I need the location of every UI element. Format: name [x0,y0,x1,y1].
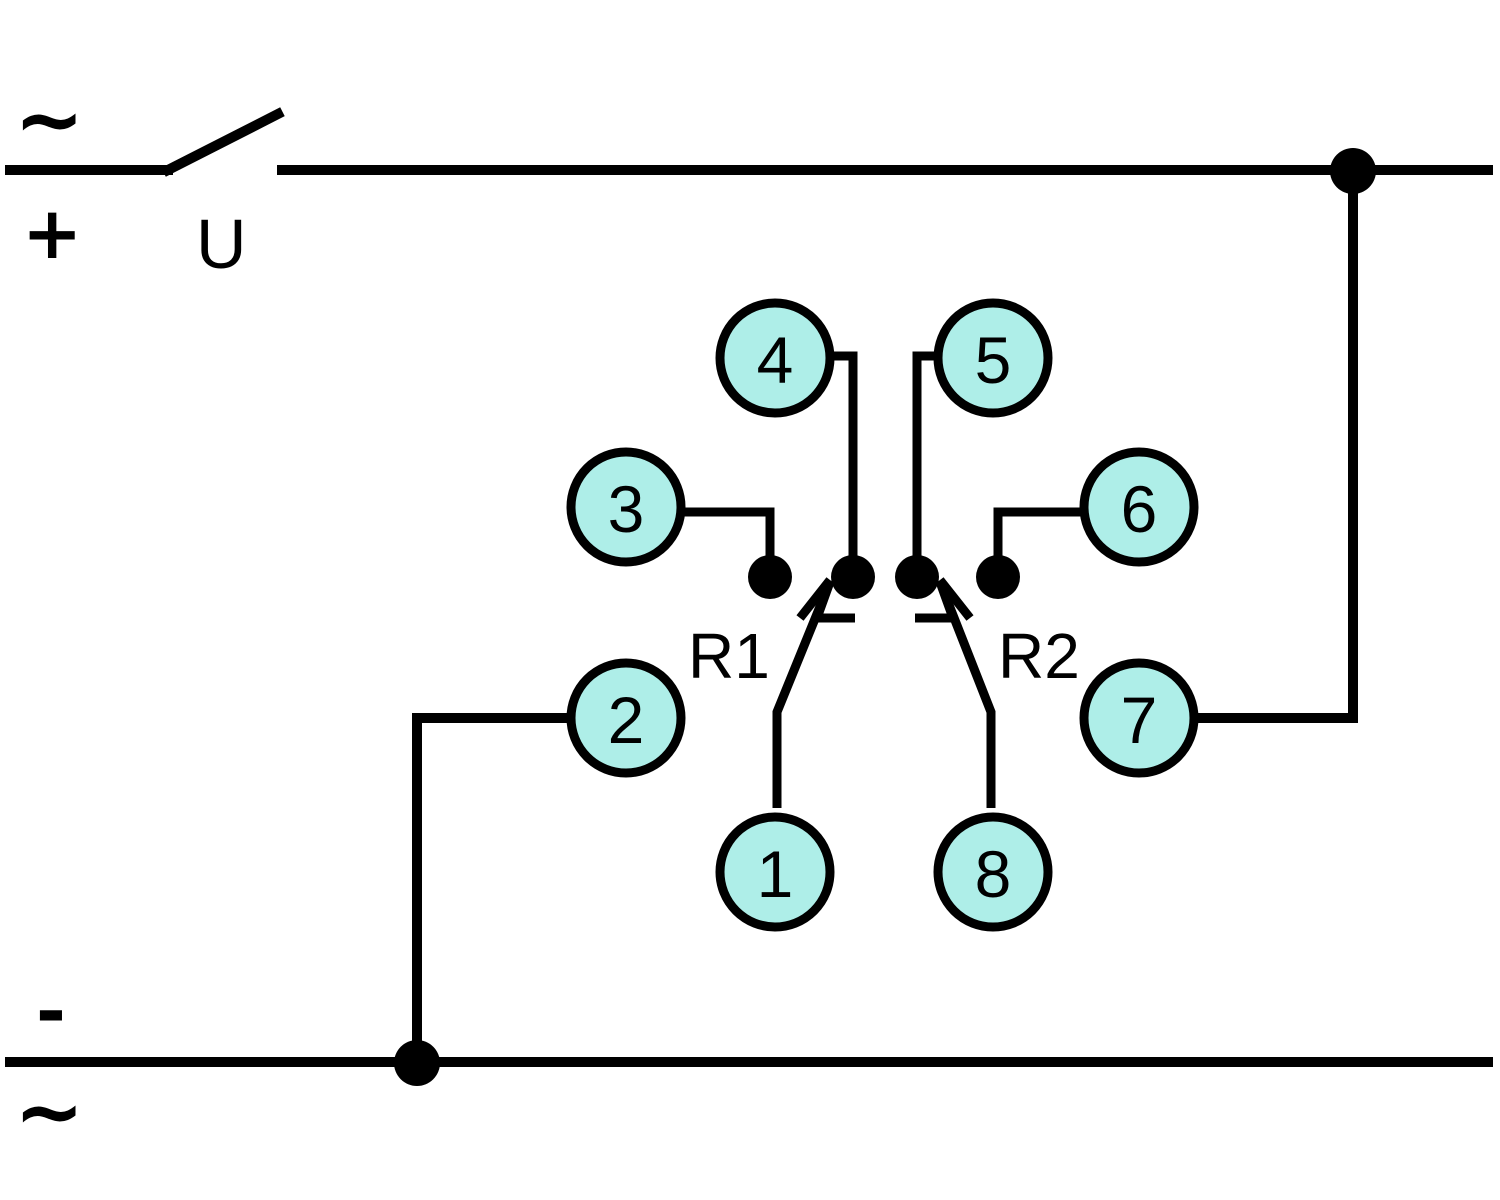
r2-no-contact-dot [895,555,939,599]
r1-no-contact-dot [831,555,875,599]
wire-pin6-to-r2-contact [993,507,1082,570]
pin-4-label: 4 [757,323,794,397]
pin-6-label: 6 [1121,472,1158,546]
relay-r2-label: R2 [998,620,1080,692]
pin-5-label: 5 [975,323,1012,397]
pin-2: 2 [566,658,686,778]
bottom-ac-symbol: ~ [14,1062,84,1160]
relay-r1-label: R1 [688,620,770,692]
pin-4-circle [715,298,835,418]
pin-7: 7 [1079,658,1199,778]
pin-1-circle [715,812,835,932]
pin-8-circle [933,812,1053,932]
minus-symbol: - [36,969,66,1053]
pin-8: 8 [933,812,1053,932]
pin-2-circle [566,658,686,778]
r2-nc-contact-dot [976,555,1020,599]
r1-nc-contact-dot [748,555,792,599]
pin-3-label: 3 [608,472,645,546]
r1-switch-hook [796,577,834,621]
switch-u-label: U [196,205,247,283]
r2-switch-blade [915,580,996,808]
pin-2-label: 2 [608,683,645,757]
pin-8-label: 8 [975,837,1012,911]
pin-4: 4 [715,298,835,418]
wire-pin3-to-r1-contact [684,507,775,570]
top-ac-symbol: ~ [14,70,84,168]
pin-7-circle [1079,658,1199,778]
wire-pin7-to-top [1190,166,1358,723]
r1-switch-blade [772,580,855,808]
pin-5: 5 [933,298,1053,418]
pin-5-circle [933,298,1053,418]
pin-6-circle [1079,447,1199,567]
wire-pin5-to-r2-contact [912,351,935,572]
pin-6: 6 [1079,447,1199,567]
wire-pin2-to-bottom [412,713,572,1068]
wire-pin4-to-r1-contact [832,351,858,572]
pin-7-label: 7 [1121,683,1158,757]
r2-switch-hook [936,577,974,621]
pin-1: 1 [715,812,835,932]
plus-symbol: + [22,191,82,275]
pin-3: 3 [566,447,686,567]
pin-1-label: 1 [757,837,794,911]
pin-3-circle [566,447,686,567]
switch-u-contact [161,107,285,177]
